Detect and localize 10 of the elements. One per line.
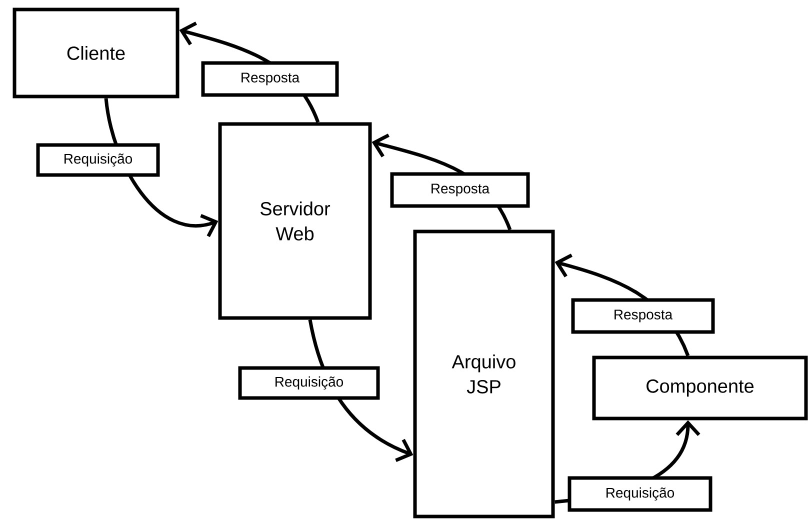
edge-label: Requisição — [36, 143, 160, 177]
process-box: Arquivo JSP — [413, 230, 555, 518]
process-box: Componente — [592, 356, 808, 420]
edge-label: Resposta — [201, 61, 339, 97]
process-box: Cliente — [12, 8, 180, 98]
edge-label: Resposta — [390, 172, 530, 208]
edge-label: Requisição — [238, 366, 380, 400]
process-box: Servidor Web — [218, 122, 372, 320]
edge-label: Requisição — [568, 476, 712, 512]
edge-label: Resposta — [571, 298, 715, 334]
